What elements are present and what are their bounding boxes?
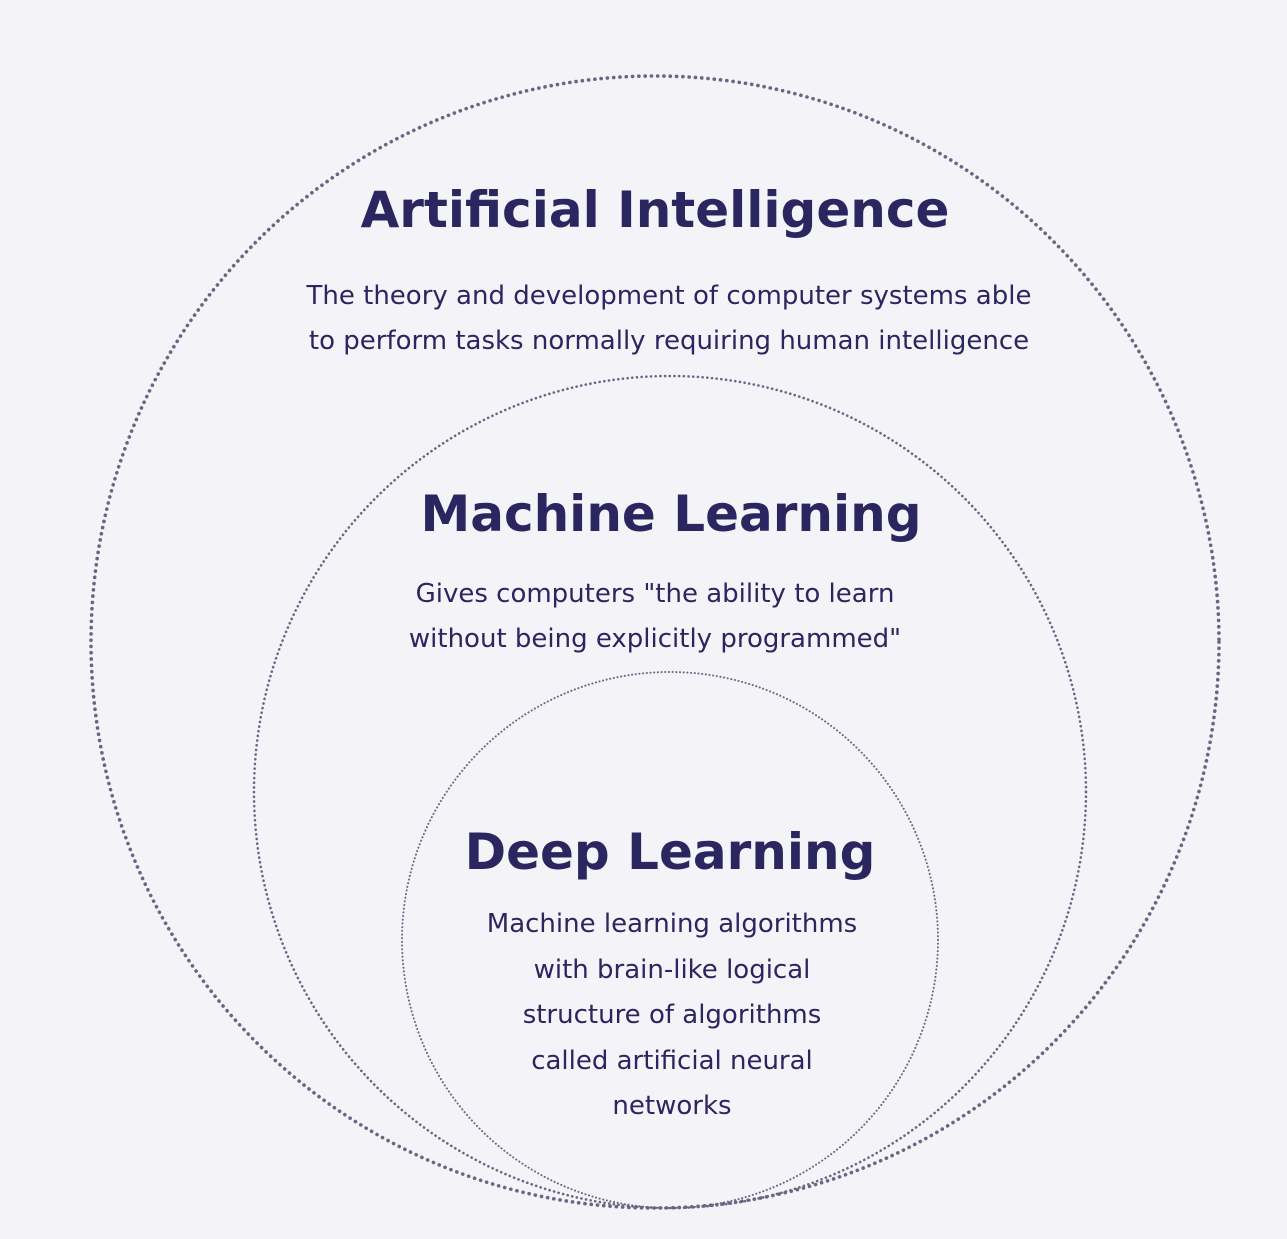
dl-title: Deep Learning	[464, 823, 876, 881]
dl-description: Machine learning algorithms with brain-l…	[486, 909, 858, 1121]
ai-description: The theory and development of computer s…	[306, 281, 1032, 356]
ml-title: Machine Learning	[420, 485, 922, 543]
ml-description: Gives computers "the ability to learn wi…	[408, 579, 902, 654]
dl-circle	[401, 671, 939, 1209]
ai-title: Artificial Intelligence	[360, 181, 950, 239]
